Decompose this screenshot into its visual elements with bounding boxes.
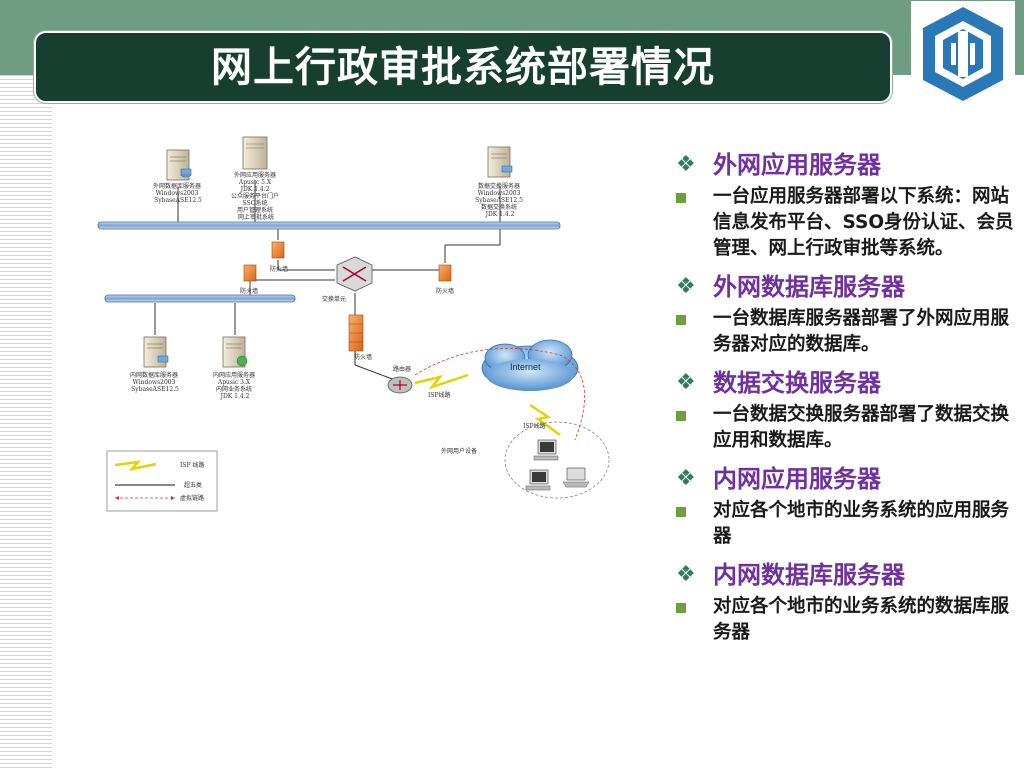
square-bullet-icon <box>676 193 686 203</box>
panel-text-2: 一台数据交换服务器部署了数据交换应用和数据库。 <box>676 402 1016 454</box>
inner-app-label-2: 内网业务系统 <box>216 385 252 393</box>
diagram-legend: ISP 线路 超五类 虚拟链路 <box>106 450 218 512</box>
firewall-label-2: 防火墙 <box>240 287 258 295</box>
switch-icon <box>336 256 373 292</box>
inner-app-label-0: 内网应用服务器 <box>213 371 255 379</box>
desktop-computer-icon <box>525 469 551 491</box>
exchange-label-1: Windows2003 <box>478 190 521 197</box>
body-text: 对应各个地市的业务系统的应用服务器 <box>713 500 1010 547</box>
outer-app-label-0: 外网应用服务器 <box>234 171 276 179</box>
logo <box>911 1 1015 107</box>
firewall-label-1: 防火墙 <box>270 265 288 273</box>
body-text: 一台数据交换服务器部署了数据交换应用和数据库。 <box>713 404 1010 451</box>
panel-heading-1: ❖ 外网数据库服务器 <box>676 270 1016 304</box>
diamond-bullet-icon: ❖ <box>676 466 696 491</box>
heading-text: 外网数据库服务器 <box>713 273 905 301</box>
heading-text: 内网应用服务器 <box>713 465 881 493</box>
panel-heading-2: ❖ 数据交换服务器 <box>676 366 1016 400</box>
inner-db-label-2: SybaseASE12.5 <box>131 386 179 393</box>
title-banner: 网上行政审批系统部署情况 <box>34 31 892 103</box>
internet-label: Internet <box>510 362 541 372</box>
outer-app-label-3: 公众服务平台门户 <box>231 192 279 200</box>
description-panel: ❖ 外网应用服务器 一台应用服务器部署以下系统：网站信息发布平台、SSO身份认证… <box>676 148 1016 654</box>
panel-text-3: 对应各个地市的业务系统的应用服务器 <box>676 498 1016 550</box>
laptop-icon <box>562 467 590 488</box>
panel-text-1: 一台数据库服务器部署了外网应用服务器对应的数据库。 <box>676 306 1016 358</box>
inner-db-server-icon <box>143 336 169 368</box>
outer-app-label-5: 用户管理系统 <box>237 206 273 214</box>
svg-text:内网数据库服务器 Windows2003: 内网数据库服务器 Windows2003 SybaseASE12.5 <box>130 371 180 393</box>
panel-heading-0: ❖ 外网应用服务器 <box>676 148 1016 182</box>
body-text: 一台应用服务器部署以下系统：网站信息发布平台、SSO身份认证、会员管理、网上行政… <box>713 186 1014 259</box>
outer-app-label-6: 网上审批系统 <box>238 213 274 221</box>
diamond-bullet-icon: ❖ <box>676 152 696 177</box>
network-diagram: 外网数据库服务器 Windows2003 SybaseASE12.5 外网应用服… <box>60 125 660 525</box>
svg-text:内网应用服务器 Apusic 3.X: 内网应用服务器 Apusic 3.X 内网业务系统 JDK 1.4.2 <box>213 371 257 400</box>
exchange-label-0: 数据交换服务器 <box>478 182 520 190</box>
diamond-bullet-icon: ❖ <box>676 274 696 299</box>
firewall-icon <box>243 264 257 282</box>
inner-db-label-1: Windows2003 <box>133 379 176 386</box>
outer-app-label-2: JDK 1.4.2 <box>240 186 270 193</box>
square-bullet-icon <box>676 603 686 613</box>
outer-db-label-1: Windows2003 <box>156 190 199 197</box>
internet-cloud-icon <box>481 339 579 391</box>
inner-db-label-0: 内网数据库服务器 <box>130 371 178 379</box>
body-text: 对应各个地市的业务系统的数据库服务器 <box>713 596 1010 643</box>
heading-text: 内网数据库服务器 <box>713 561 905 589</box>
logo-icon <box>923 7 1003 101</box>
outer-app-server-icon <box>242 136 268 170</box>
router-label: 路由器 <box>393 365 411 373</box>
heading-text: 数据交换服务器 <box>713 369 881 397</box>
legend-cable-label: 超五类 <box>184 481 202 489</box>
square-bullet-icon <box>676 411 686 421</box>
body-text: 一台数据库服务器部署了外网应用服务器对应的数据库。 <box>713 308 1010 355</box>
exchange-label-2: SybaseASE12.5 <box>475 197 523 204</box>
panel-text-0: 一台应用服务器部署以下系统：网站信息发布平台、SSO身份认证、会员管理、网上行政… <box>676 184 1016 262</box>
switch-label: 交换单元 <box>322 295 346 303</box>
firewall-icon <box>438 264 452 282</box>
inner-network-bus <box>104 294 296 303</box>
desktop-computer-icon <box>533 439 559 461</box>
firewall-icon <box>348 314 364 352</box>
router-icon <box>387 376 413 394</box>
legend-isp-label: ISP 线路 <box>180 461 204 469</box>
outer-app-label-4: SSO系统 <box>243 199 268 207</box>
outer-app-label-1: Apusic 5.X <box>238 179 272 186</box>
panel-heading-3: ❖ 内网应用服务器 <box>676 462 1016 496</box>
svg-text:外网应用服务器 Apusic 5.X: 外网应用服务器 Apusic 5.X JDK 1.4.2 公众服务平台门户 SS… <box>231 171 281 221</box>
svg-text:数据交换服务器 Windows2003: 数据交换服务器 Windows2003 SybaseASE12.5 数据交换系统… <box>475 182 525 218</box>
isp-label-2: ISP线路 <box>523 422 546 430</box>
inner-app-label-1: Apusic 3.X <box>217 379 251 386</box>
isp-line <box>529 403 561 437</box>
isp-label-1: ISP线路 <box>428 391 451 399</box>
left-stripe-decoration <box>0 75 52 768</box>
firewall-label-3: 防火墙 <box>436 287 454 295</box>
panel-text-4: 对应各个地市的业务系统的数据库服务器 <box>676 594 1016 646</box>
square-bullet-icon <box>676 507 686 517</box>
panel-heading-4: ❖ 内网数据库服务器 <box>676 558 1016 592</box>
virtual-link <box>414 347 585 441</box>
outer-db-server-icon <box>166 149 192 181</box>
heading-text: 外网应用服务器 <box>713 151 881 179</box>
legend-virtual-label: 虚拟链路 <box>180 494 204 502</box>
inner-app-label-3: JDK 1.4.2 <box>220 393 250 400</box>
exchange-server-icon <box>487 146 513 178</box>
svg-text:外网数据库服务器 Windows2003: 外网数据库服务器 Windows2003 SybaseASE12.5 <box>153 182 203 204</box>
exchange-label-4: JDK 1.4.2 <box>485 211 515 218</box>
square-bullet-icon <box>676 315 686 325</box>
diamond-bullet-icon: ❖ <box>676 562 696 587</box>
isp-line <box>414 373 469 390</box>
firewall-label-4: 防火墙 <box>354 353 372 361</box>
exchange-label-3: 数据交换系统 <box>481 203 517 211</box>
user-devices-label: 外网用户设备 <box>441 447 477 455</box>
outer-db-label-0: 外网数据库服务器 <box>153 182 201 190</box>
diamond-bullet-icon: ❖ <box>676 370 696 395</box>
outer-network-bus <box>97 221 561 230</box>
user-devices-zone <box>504 421 610 499</box>
inner-app-server-icon <box>222 336 248 368</box>
firewall-icon <box>271 241 285 259</box>
slide-title: 网上行政审批系统部署情况 <box>211 43 715 91</box>
outer-db-label-2: SybaseASE12.5 <box>154 197 202 204</box>
